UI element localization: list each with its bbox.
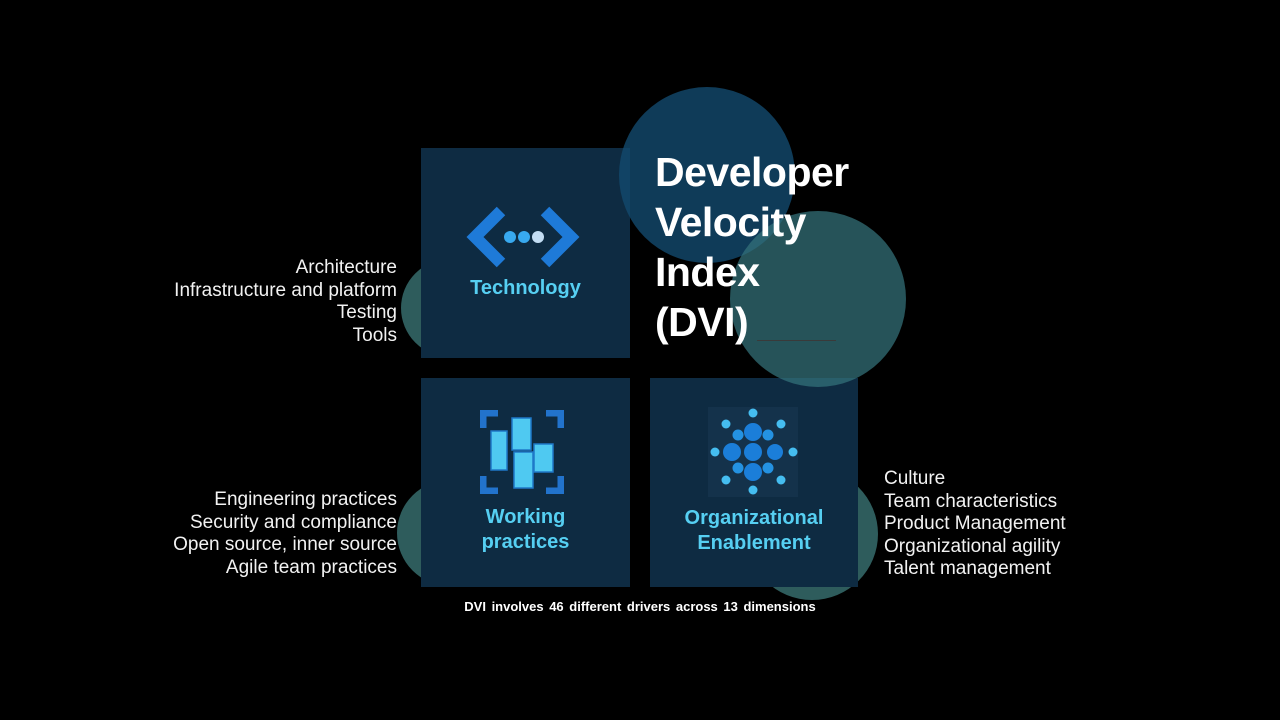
organizational-enablement-label: Organizational Enablement	[650, 506, 858, 556]
page-title-line4: (DVI)	[655, 299, 749, 345]
footnote-caption: DVI involves 46 different drivers across…	[464, 599, 816, 614]
list-item: Testing	[336, 302, 397, 323]
faint-artifact-line	[757, 340, 836, 341]
organizational-enablement-drivers-list: Culture Team characteristics Product Man…	[884, 468, 1066, 581]
list-item: Organizational agility	[884, 535, 1061, 557]
working-practices-label: Working practices	[421, 505, 630, 555]
working-practices-label-line1: Working	[485, 506, 566, 528]
list-item: Security and compliance	[190, 511, 397, 533]
technology-drivers-list: Architecture Infrastructure and platform…	[174, 257, 397, 347]
network-dots-icon	[708, 407, 798, 497]
kanban-cards-icon	[480, 410, 564, 494]
list-item: Architecture	[295, 257, 397, 278]
list-item: Engineering practices	[214, 489, 397, 510]
working-practices-drivers-list: Engineering practices Security and compl…	[173, 489, 397, 579]
list-item: Agile team practices	[225, 556, 397, 578]
working-practices-box: Working practices	[421, 378, 630, 587]
working-practices-label-line2: practices	[481, 531, 570, 553]
technology-label: Technology	[470, 277, 581, 299]
list-item: Product Management	[884, 513, 1066, 534]
list-item: Culture	[884, 468, 946, 489]
list-item: Team characteristics	[884, 490, 1058, 512]
organizational-enablement-label-line2: Enablement	[697, 532, 811, 554]
list-item: Infrastructure and platform	[174, 279, 397, 301]
organizational-enablement-box: Organizational Enablement	[650, 378, 858, 587]
page-title-line1: Developer	[655, 149, 849, 195]
page-title: Developer Velocity Index (DVI)	[655, 147, 849, 347]
organizational-enablement-label-line1: Organizational	[684, 507, 824, 529]
page-title-line2: Velocity	[655, 199, 806, 245]
list-item: Open source, inner source	[173, 534, 397, 555]
code-chevrons-icon	[466, 206, 580, 268]
page-title-line3: Index	[655, 249, 760, 295]
technology-box: Technology	[421, 148, 630, 358]
decor-large-teal-circle	[730, 211, 906, 387]
list-item: Talent management	[884, 558, 1051, 579]
list-item: Tools	[352, 324, 397, 346]
